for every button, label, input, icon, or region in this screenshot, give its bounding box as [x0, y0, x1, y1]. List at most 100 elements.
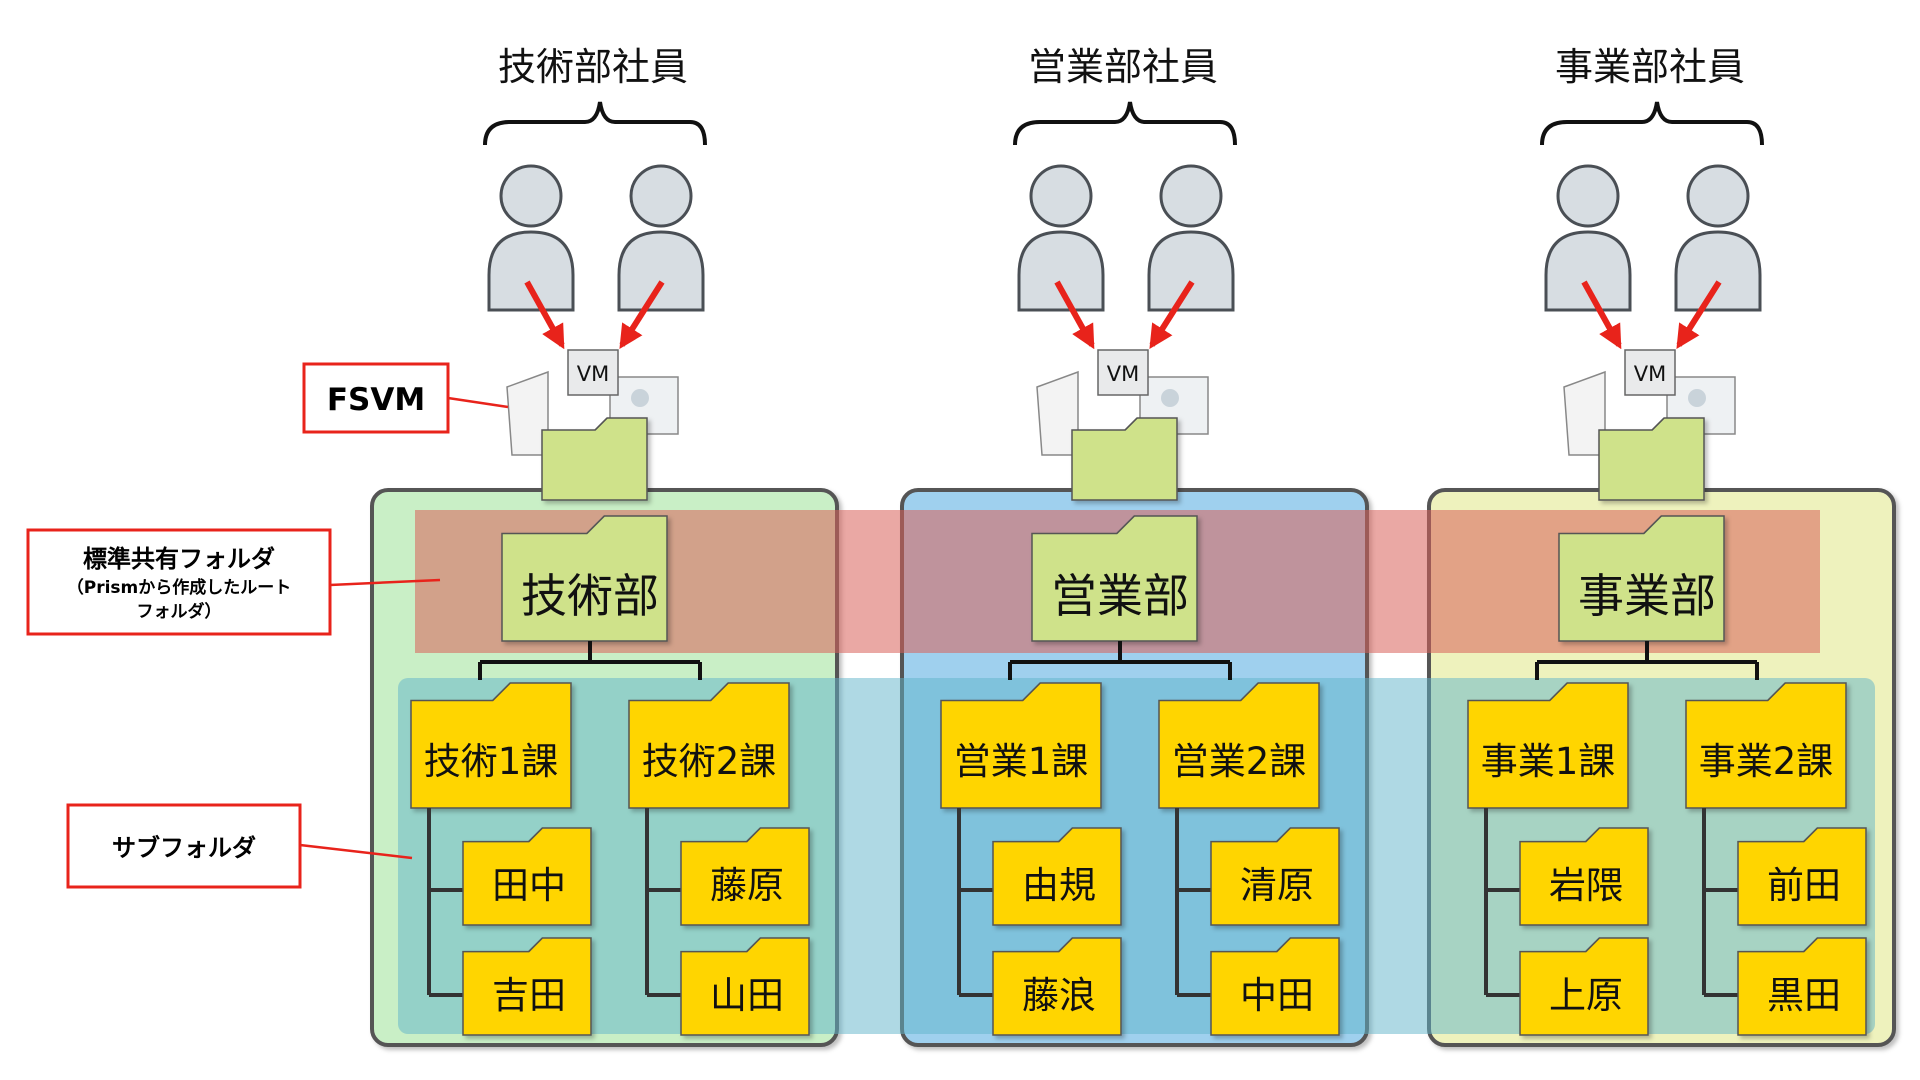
root-folder-icon [1031, 515, 1198, 642]
member-folder-icon-tab-edge [1276, 827, 1291, 843]
member-folder-icon [992, 937, 1122, 1036]
person-icon [1017, 164, 1105, 312]
person-head [1159, 164, 1223, 228]
access-arrow-right [619, 280, 665, 350]
root-connector [1008, 641, 1232, 680]
section-folder-label: 技術1課 [424, 740, 559, 783]
member-folder-icon [680, 937, 810, 1036]
std-share-note-2: フォルダ） [137, 601, 222, 622]
fsvm-share-folder-icon-tab-edge [1124, 417, 1138, 431]
person-icon [1674, 164, 1762, 312]
member-folder-icon-tab-edge [1803, 827, 1818, 843]
vm-label: VM [1634, 362, 1666, 386]
diagram-content: 技術部社員VM技術部技術1課田中吉田技術2課藤原山田営業部社員VM営業部営業1課… [410, 45, 1867, 1036]
vm-icon: VM [1624, 349, 1676, 396]
access-arrow-left [1054, 280, 1095, 350]
member-folder-label: 清原 [1240, 864, 1314, 907]
vm-icon: VM [567, 349, 619, 396]
member-folder-icon [1737, 937, 1867, 1036]
person-head [1556, 164, 1620, 228]
vm-box [1097, 349, 1149, 396]
person-body [1147, 230, 1235, 312]
fsvm-share-folder-icon-body [541, 417, 648, 501]
group-brace [1013, 101, 1237, 146]
section-folder-icon-tab-edge [1767, 682, 1786, 702]
fsvm-share-folder-icon-tab-edge [594, 417, 608, 431]
access-arrow-right [1676, 280, 1722, 350]
root-folder-icon-tab-edge [1643, 515, 1662, 535]
root-folder-icon [501, 515, 668, 642]
member-folder-label: 岩隈 [1549, 864, 1623, 907]
member-folder-label: 前田 [1767, 864, 1841, 907]
member-folder-icon-tab-edge [528, 827, 543, 843]
member-folder-icon [462, 827, 592, 926]
section-folder-icon-tab-edge [710, 682, 729, 702]
image-icon-sun [1688, 389, 1706, 407]
section-folder-icon [1158, 682, 1320, 809]
group-brace [483, 101, 707, 146]
vm-box [567, 349, 619, 396]
member-folder-icon-tab-edge [746, 827, 761, 843]
std-share-note-1: （Prismから作成したルート [67, 577, 292, 598]
member-folder-icon-tab-edge [1585, 827, 1600, 843]
image-icon-sun [631, 389, 649, 407]
vm-box [1624, 349, 1676, 396]
section-folder-icon [940, 682, 1102, 809]
member-folder-label: 山田 [710, 974, 784, 1017]
group-label: 技術部社員 [498, 45, 688, 89]
access-arrow-right [1149, 280, 1195, 350]
fsvm-share-folder-icon-tab-edge [1651, 417, 1665, 431]
member-folder-icon-tab-edge [746, 937, 761, 953]
person-head [629, 164, 693, 228]
fsvm-callout: FSVM [302, 362, 509, 434]
member-folder-icon-tab-edge [1058, 827, 1073, 843]
root-folder-label: 技術部 [521, 569, 659, 623]
subfolder-band [398, 678, 1875, 1034]
fsvm-share-folder-icon [1071, 417, 1178, 501]
section-folder-icon [628, 682, 790, 809]
section-folder-icon [1467, 682, 1629, 809]
access-arrow-left [1581, 280, 1622, 350]
member-folder-icon [462, 937, 592, 1036]
person-icon [1147, 164, 1235, 312]
root-connector [1535, 641, 1759, 680]
section-folder-icon [410, 682, 572, 809]
member-folder-icon-tab-edge [528, 937, 543, 953]
group-brace [1540, 101, 1764, 146]
section-folder-label: 営業1課 [954, 740, 1089, 783]
person-body [1017, 230, 1105, 312]
section-folder-label: 事業1課 [1481, 740, 1616, 783]
fsvm-share-folder-icon [541, 417, 648, 501]
vm-label: VM [1107, 362, 1139, 386]
member-folder-label: 黒田 [1767, 974, 1841, 1017]
member-folder-label: 由規 [1022, 864, 1096, 907]
section-folder-label: 営業2課 [1172, 740, 1307, 783]
access-arrow-left [524, 280, 565, 350]
member-folder-label: 藤原 [710, 864, 784, 907]
person-head [499, 164, 563, 228]
member-folder-icon [992, 827, 1122, 926]
member-folder-icon [1519, 827, 1649, 926]
vm-label: VM [577, 362, 609, 386]
section-folder-icon-tab-edge [492, 682, 511, 702]
person-body [617, 230, 705, 312]
std-share-title: 標準共有フォルダ [83, 545, 275, 573]
person-body [487, 230, 575, 312]
fsvm-label: FSVM [327, 382, 425, 418]
subfolder-callout: サブフォルダ [66, 803, 413, 889]
root-connector [478, 641, 702, 680]
root-folder-label: 営業部 [1051, 569, 1189, 623]
person-body [1674, 230, 1762, 312]
member-folder-label: 田中 [492, 864, 566, 907]
person-icon [487, 164, 575, 312]
group-label: 事業部社員 [1555, 45, 1745, 89]
group-label: 営業部社員 [1028, 45, 1218, 89]
